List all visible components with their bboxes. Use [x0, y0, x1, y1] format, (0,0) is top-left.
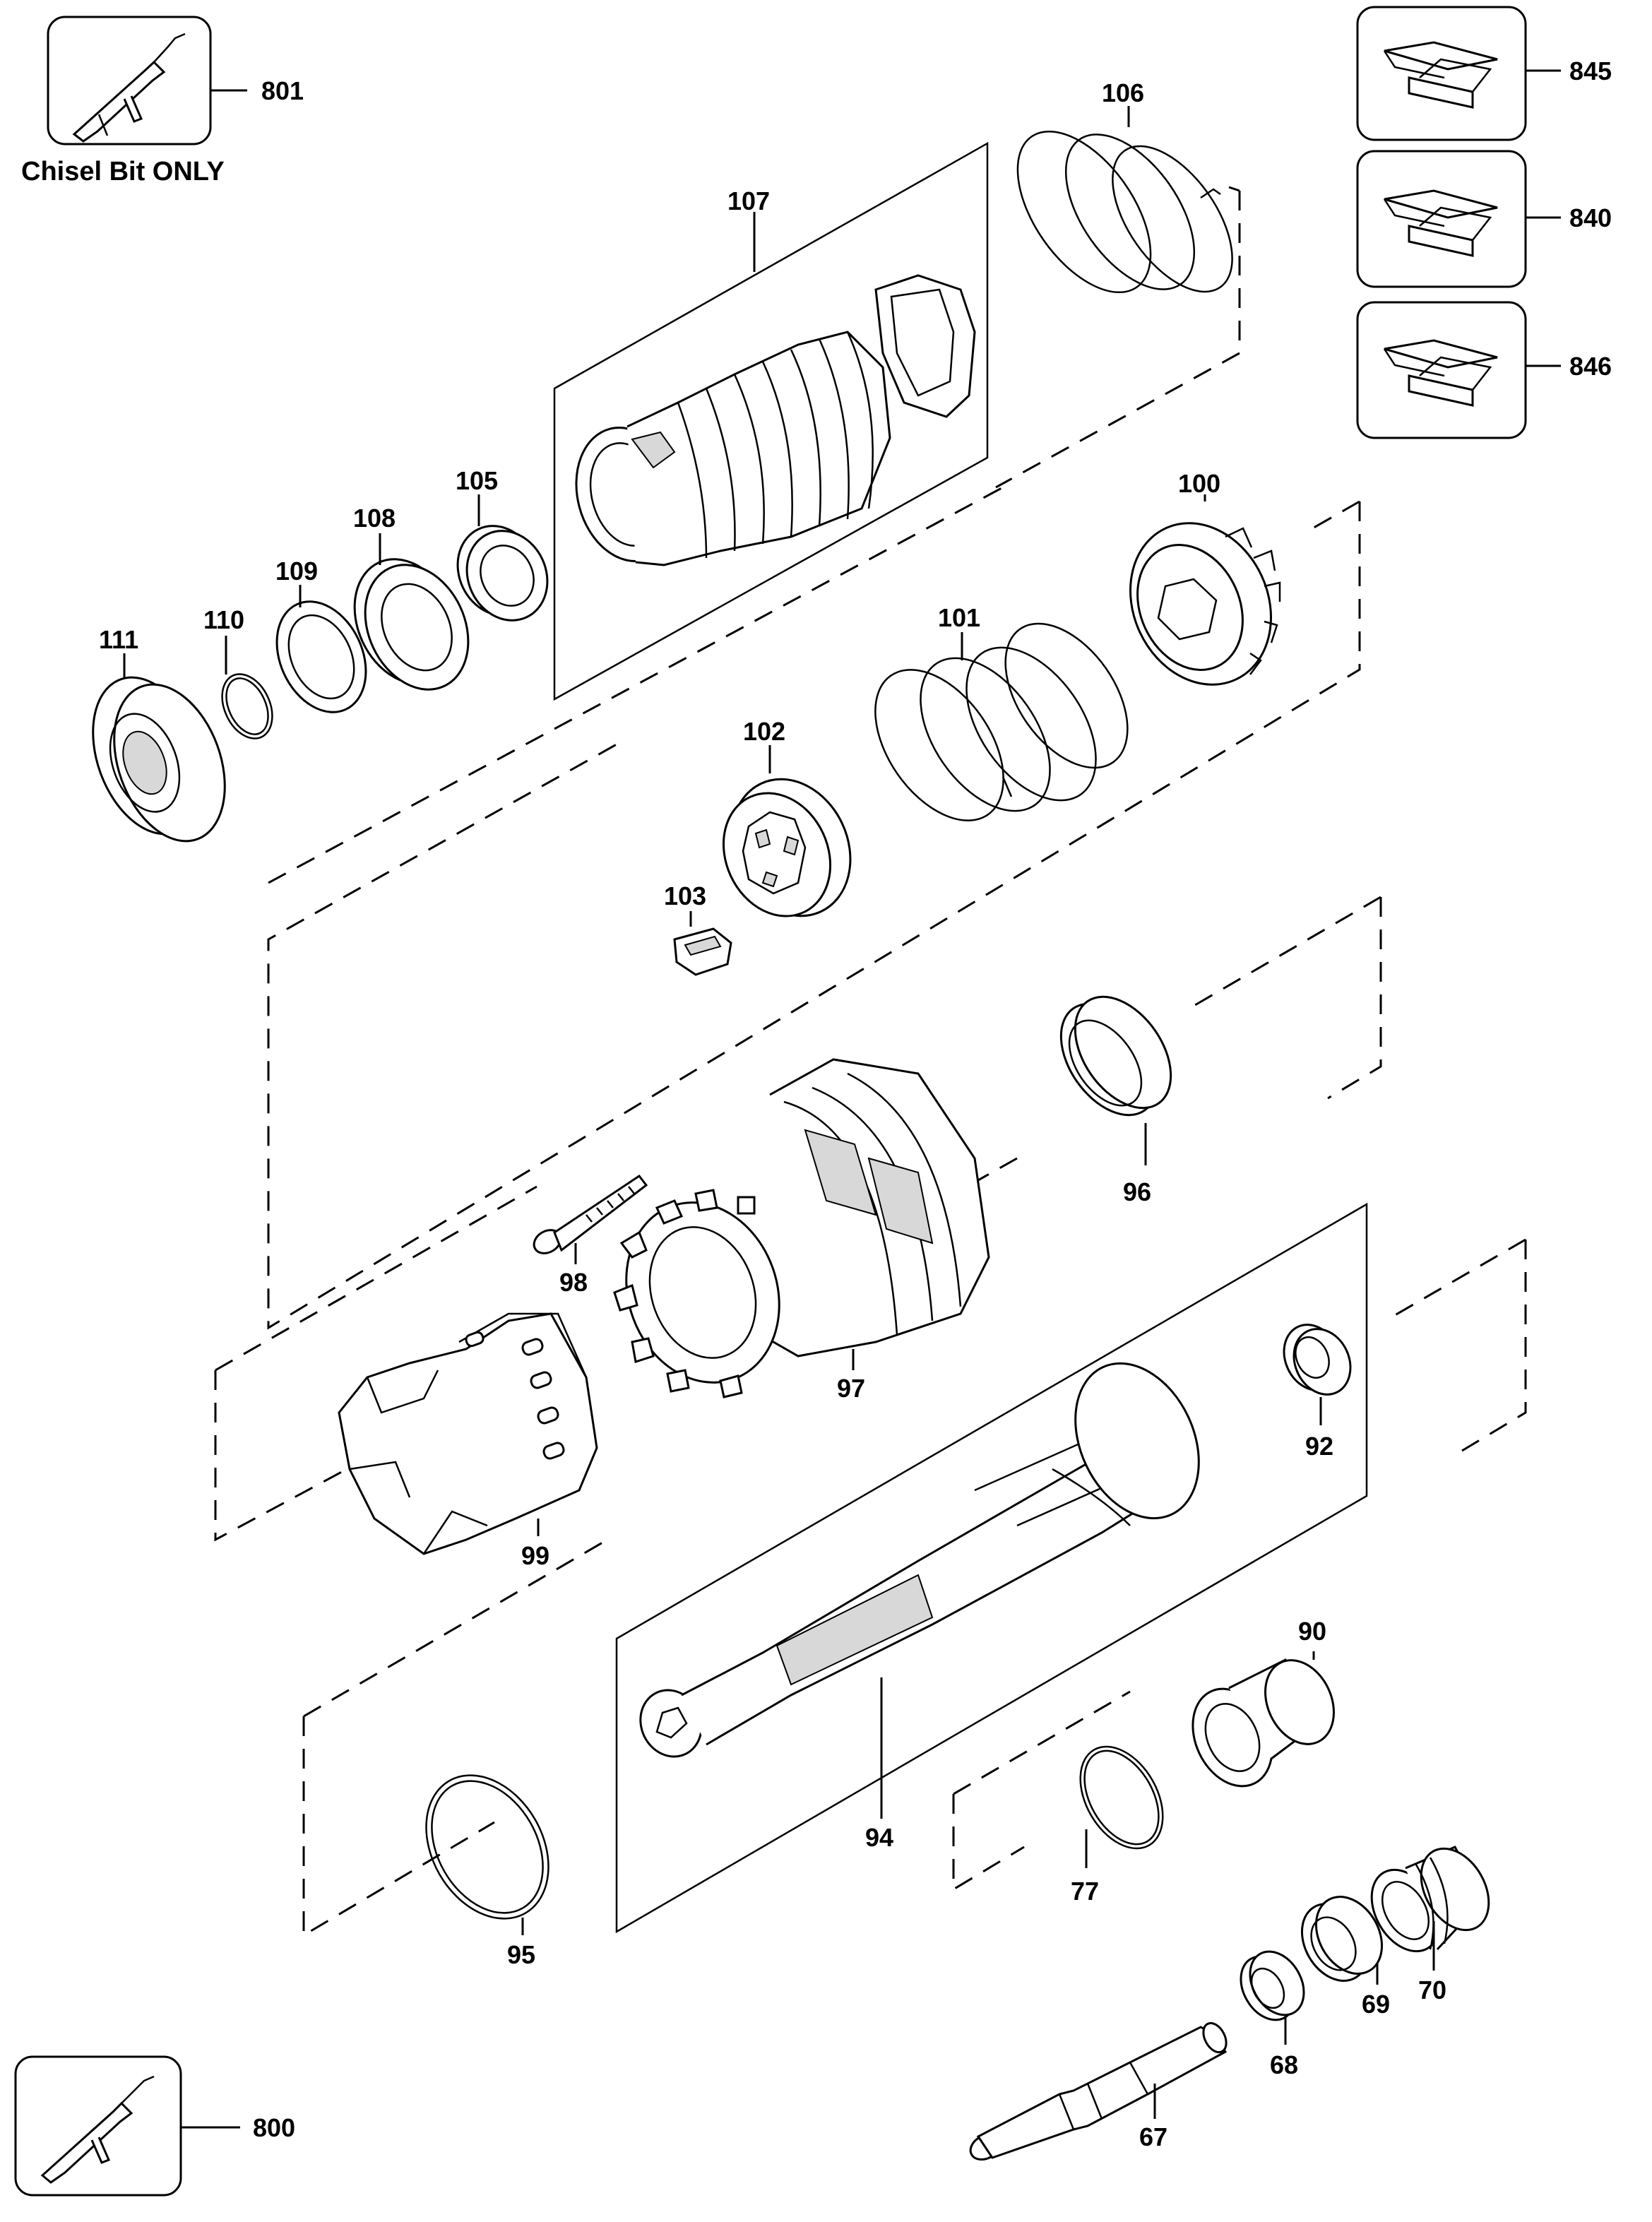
callout-97: 97 [837, 1374, 865, 1403]
callout-109: 109 [275, 557, 318, 586]
callout-96: 96 [1123, 1177, 1151, 1206]
callout-94: 94 [865, 1823, 893, 1852]
callout-800: 800 [253, 2113, 295, 2142]
inset-845-kit[interactable] [1356, 6, 1561, 141]
part-106-spring[interactable] [991, 106, 1256, 316]
part-111-cap[interactable] [73, 653, 245, 857]
chisel-bit-icon [40, 2075, 155, 2184]
part-107-boot[interactable] [562, 212, 976, 573]
part-110-retaining-ring[interactable] [213, 636, 283, 747]
callout-100: 100 [1178, 469, 1220, 498]
callout-70: 70 [1418, 1976, 1446, 2004]
part-101-spring[interactable] [849, 602, 1152, 844]
inset-801-chisel[interactable] [47, 16, 247, 145]
inset-846-kit[interactable] [1356, 301, 1561, 439]
part-108-ring[interactable] [335, 533, 487, 706]
toolbox-icon [1383, 41, 1498, 109]
toolbox-icon [1383, 339, 1498, 407]
callout-801: 801 [261, 76, 304, 105]
part-99-sleeve[interactable] [338, 1312, 598, 1555]
callout-102: 102 [743, 717, 785, 746]
chisel-bit-icon [72, 32, 186, 143]
callout-840: 840 [1569, 203, 1612, 232]
callout-98: 98 [559, 1268, 588, 1297]
part-100-toothed-ring[interactable] [1105, 494, 1297, 708]
part-69-ring[interactable] [1289, 1885, 1396, 1992]
part-103-locking-piece[interactable] [673, 911, 732, 976]
part-70-sleeve[interactable] [1358, 1836, 1503, 1971]
part-96-ring[interactable] [1041, 979, 1190, 1165]
part-77-o-ring[interactable] [1064, 1732, 1180, 1868]
chisel-only-caption: Chisel Bit ONLY [21, 157, 225, 186]
part-92-bearing[interactable] [1273, 1315, 1360, 1425]
callout-111: 111 [99, 625, 138, 654]
callout-110: 110 [203, 605, 244, 634]
toolbox-icon [1383, 189, 1498, 257]
callout-105: 105 [456, 466, 498, 495]
callout-103: 103 [664, 881, 706, 910]
part-105-seal[interactable] [444, 494, 562, 634]
callout-107: 107 [727, 186, 770, 215]
callout-108: 108 [353, 504, 396, 533]
callout-99: 99 [521, 1541, 549, 1570]
callout-77: 77 [1071, 1877, 1099, 1906]
callout-90: 90 [1298, 1617, 1326, 1646]
part-95-o-ring[interactable] [401, 1753, 573, 1940]
callout-67: 67 [1139, 2122, 1167, 2151]
part-94-spindle[interactable] [630, 1343, 1223, 1819]
part-97-housing[interactable] [602, 1058, 990, 1404]
part-102-collar[interactable] [704, 745, 872, 935]
part-67-striker[interactable] [966, 2019, 1231, 2164]
callout-69: 69 [1362, 1990, 1390, 2019]
callout-92: 92 [1305, 1432, 1333, 1461]
callout-101: 101 [938, 603, 980, 632]
callout-95: 95 [507, 1940, 535, 1969]
inset-840-kit[interactable] [1356, 150, 1561, 288]
part-98-screw[interactable] [530, 1174, 648, 1264]
callout-68: 68 [1270, 2050, 1298, 2079]
callout-106: 106 [1102, 78, 1144, 107]
part-68-washer[interactable] [1230, 1942, 1315, 2045]
callout-846: 846 [1569, 352, 1612, 381]
part-90-bushing[interactable] [1177, 1649, 1347, 1799]
callout-845: 845 [1569, 57, 1612, 85]
inset-800-tool[interactable] [14, 2055, 240, 2197]
part-109-washer[interactable] [260, 585, 383, 727]
